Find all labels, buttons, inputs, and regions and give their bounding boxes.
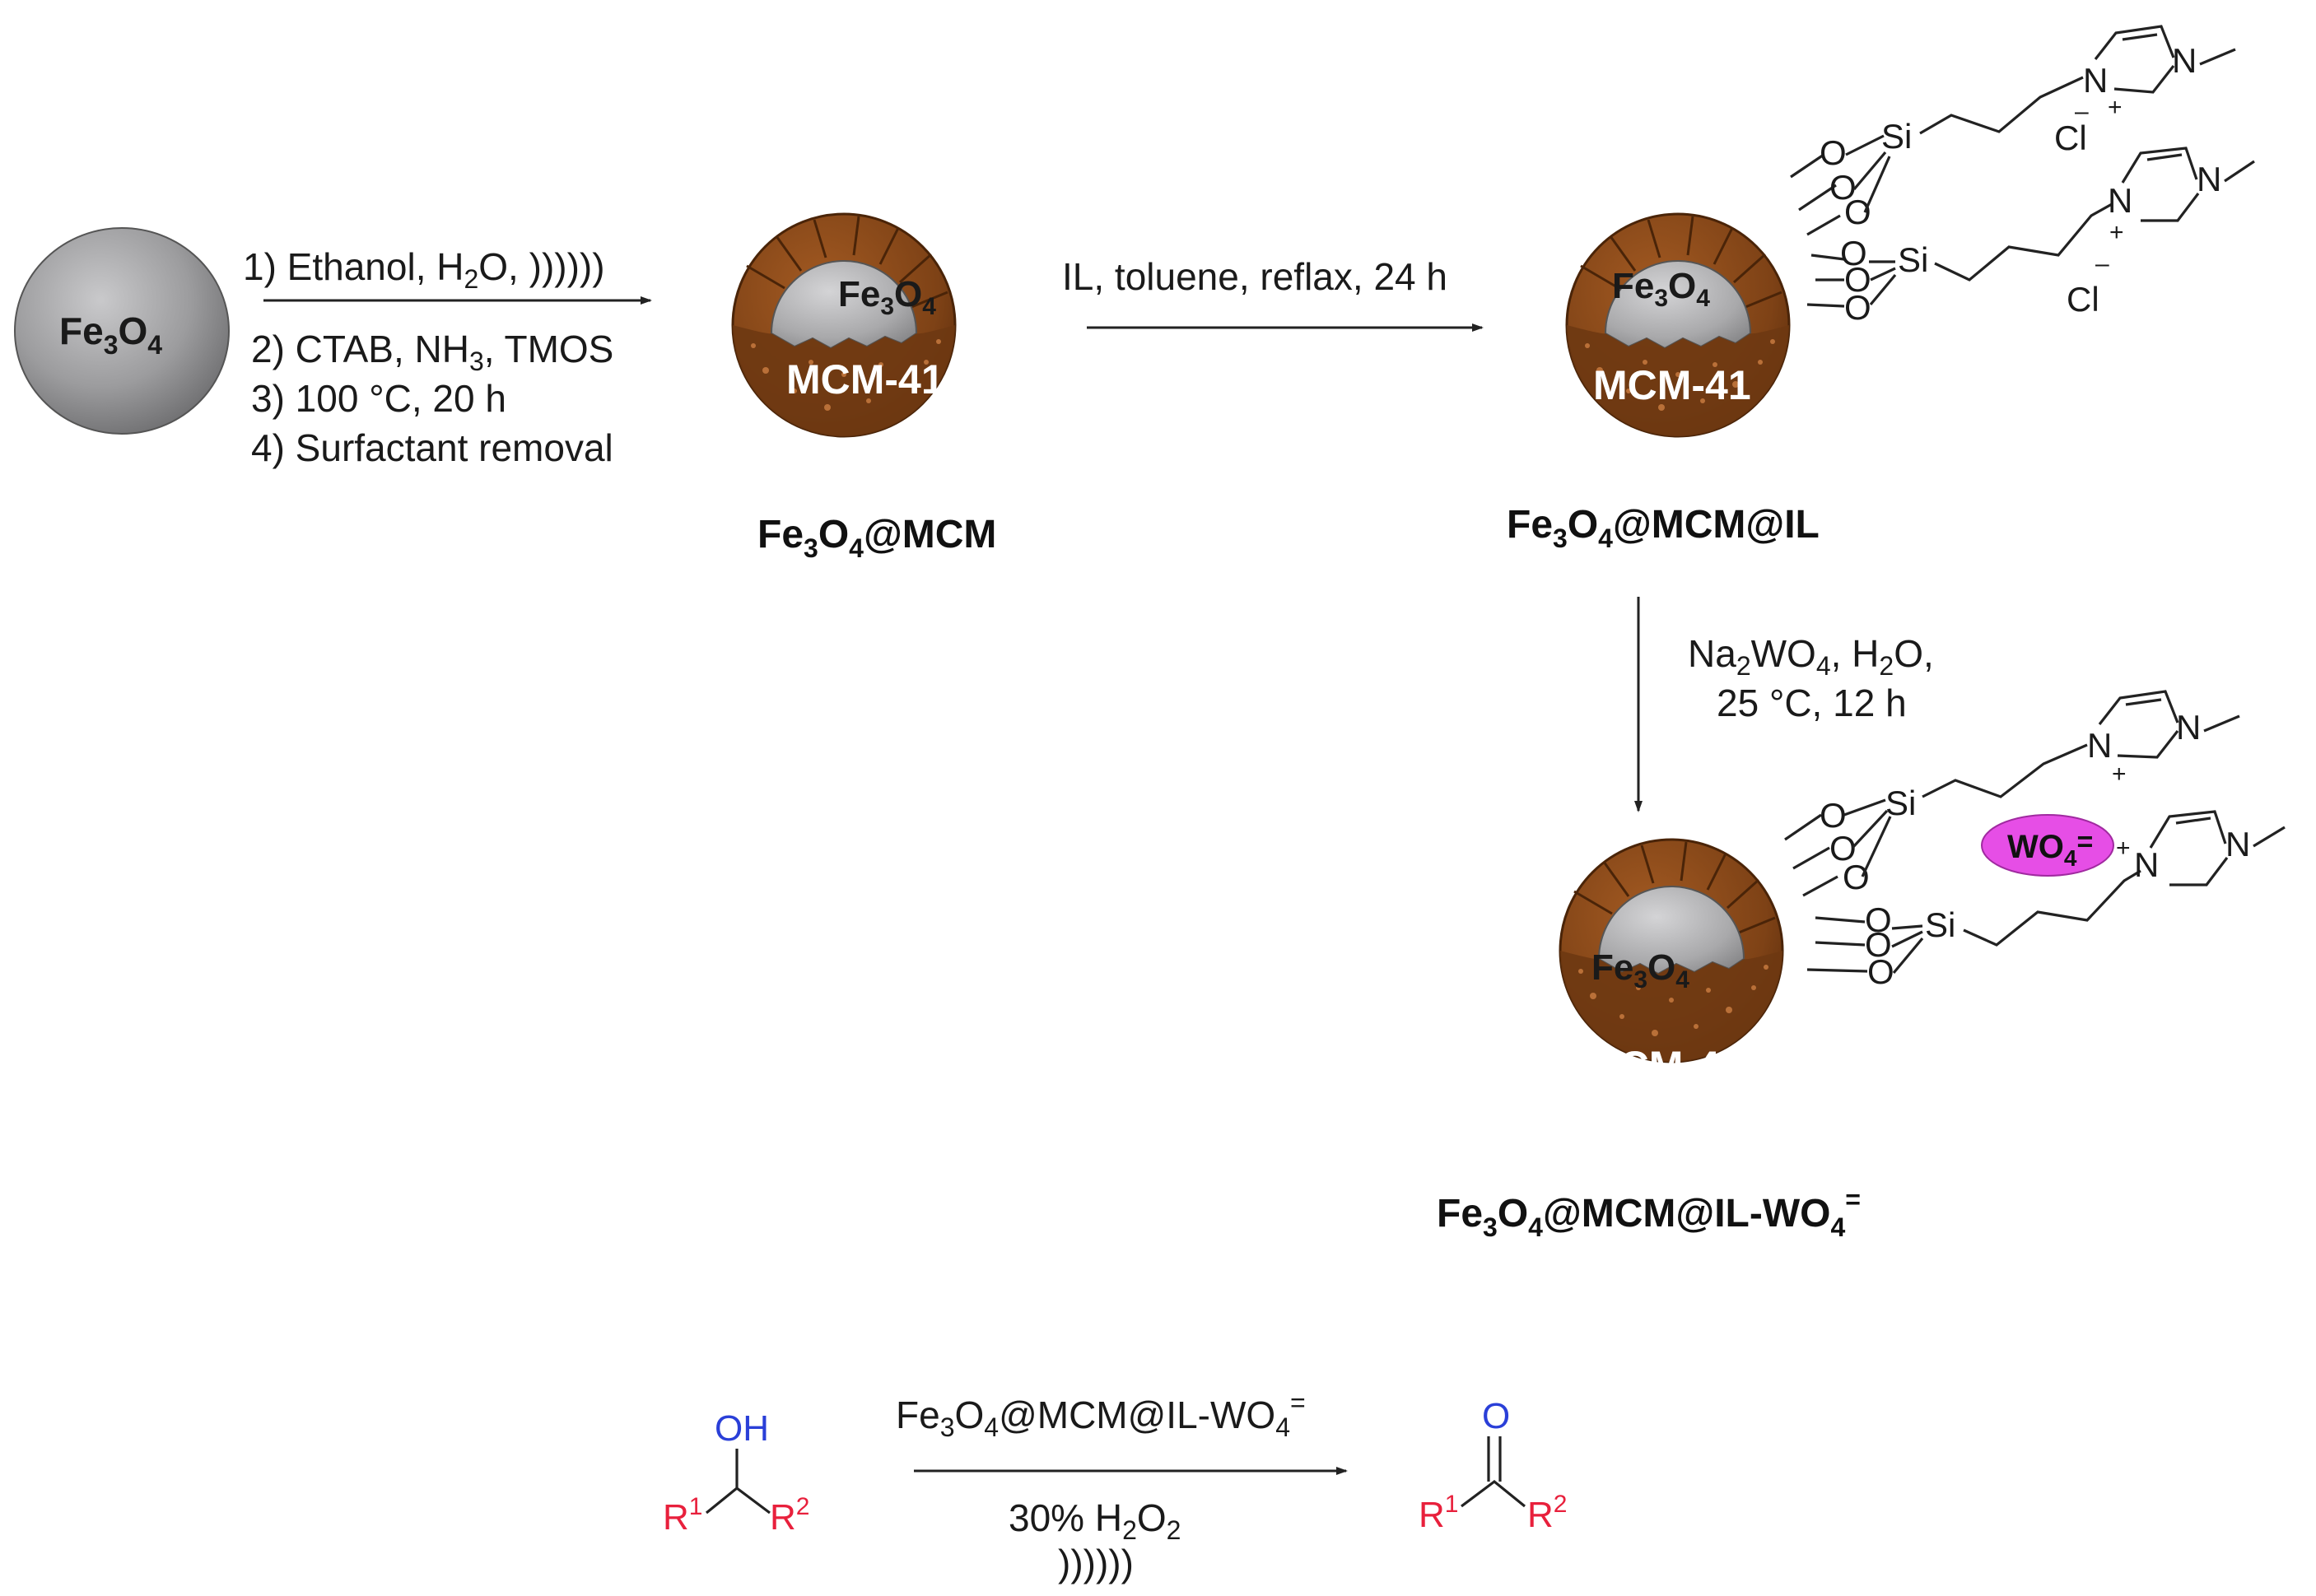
il-ligand-lower: O O O Si N + N – Cl xyxy=(1806,147,2255,327)
svg-text:O: O xyxy=(1844,193,1871,231)
svg-text:O: O xyxy=(1820,796,1847,835)
svg-text:+: + xyxy=(2116,835,2131,862)
svg-text:MCM-41: MCM-41 xyxy=(786,356,944,402)
svg-text:N: N xyxy=(2225,825,2250,863)
fe3o4-nanoparticle: Fe3O4 xyxy=(14,227,230,435)
step3-reagents: Na2WO4, H2O, 25 °C, 12 h xyxy=(1688,632,1934,724)
svg-text:O: O xyxy=(1844,288,1871,327)
svg-text:OH: OH xyxy=(715,1408,769,1449)
svg-text:N: N xyxy=(2176,708,2201,747)
svg-text:3) 100 °C, 20 h: 3) 100 °C, 20 h xyxy=(251,377,506,420)
svg-text:N: N xyxy=(2108,181,2132,220)
svg-text:4) Surfactant removal: 4) Surfactant removal xyxy=(251,426,613,469)
svg-text:Si: Si xyxy=(1881,117,1912,156)
svg-text:O: O xyxy=(1840,234,1867,272)
svg-text:R2: R2 xyxy=(1527,1491,1567,1535)
svg-text:Na2WO4, H2O,: Na2WO4, H2O, xyxy=(1688,632,1934,681)
oxidant-label: 30% H2O2 xyxy=(1009,1496,1181,1545)
svg-text:R1: R1 xyxy=(1419,1491,1458,1535)
svg-text:WO4=: WO4= xyxy=(2007,826,2093,871)
label-fe3o4-mcm-il-wo4: Fe3O4@MCM@IL-WO4= xyxy=(1437,1184,1861,1242)
svg-text:MCM-41: MCM-41 xyxy=(1585,1043,1743,1089)
svg-text:+: + xyxy=(2108,94,2123,121)
svg-text:Si: Si xyxy=(1898,240,1928,279)
particle-fe3o4-mcm: Fe3O4 MCM-41 xyxy=(731,212,957,438)
svg-text:O: O xyxy=(1482,1396,1510,1436)
svg-text:O: O xyxy=(1843,858,1870,896)
alcohol-reactant: OH R1 R2 xyxy=(663,1408,809,1538)
fe3o4-label: Fe3O4 xyxy=(59,309,162,360)
label-fe3o4-mcm: Fe3O4@MCM xyxy=(757,513,996,563)
svg-text:MCM-41: MCM-41 xyxy=(1593,362,1751,408)
svg-text:O: O xyxy=(1829,168,1857,207)
wo4-ligand-upper: O O O Si N + N xyxy=(1784,690,2240,897)
wo4-ligand-lower: O O O Si N + N xyxy=(1806,810,2286,991)
svg-text:+: + xyxy=(2109,219,2124,246)
svg-text:Cl: Cl xyxy=(2067,280,2099,319)
svg-text:O: O xyxy=(1829,829,1857,868)
particle-fe3o4-mcm-il: Fe3O4 MCM-41 xyxy=(1565,212,1791,438)
svg-text:Fe3O4: Fe3O4 xyxy=(838,274,936,320)
svg-text:Si: Si xyxy=(1885,784,1916,822)
svg-text:–: – xyxy=(2075,98,2089,125)
step2-reagents: IL, toluene, reflax, 24 h xyxy=(1062,255,1447,298)
svg-text:O: O xyxy=(1867,952,1894,991)
ketone-product: O R1 R2 xyxy=(1419,1396,1567,1535)
svg-text:N: N xyxy=(2087,726,2112,765)
svg-text:25 °C, 12 h: 25 °C, 12 h xyxy=(1717,682,1907,724)
svg-text:Fe3O4: Fe3O4 xyxy=(1591,947,1689,993)
svg-text:R1: R1 xyxy=(663,1493,702,1538)
catalyst-label: Fe3O4@MCM@IL-WO4= xyxy=(896,1388,1306,1442)
svg-text:O: O xyxy=(1865,900,1892,939)
label-fe3o4-mcm-il: Fe3O4@MCM@IL xyxy=(1507,503,1820,553)
svg-text:Cl: Cl xyxy=(2054,119,2087,157)
particle-fe3o4-mcm-il-wo4: Fe3O4 MCM-41 xyxy=(1559,838,1784,1089)
svg-text:O: O xyxy=(1844,260,1871,299)
svg-text:N: N xyxy=(2172,41,2197,80)
svg-text:O: O xyxy=(1865,925,1892,964)
svg-text:N: N xyxy=(2083,61,2108,100)
svg-text:Fe3O4: Fe3O4 xyxy=(1612,266,1710,312)
svg-text:1) Ethanol, H2O, )))))): 1) Ethanol, H2O, )))))) xyxy=(243,245,605,294)
svg-text:O: O xyxy=(1820,133,1847,172)
svg-text:N: N xyxy=(2134,845,2159,884)
svg-text:R2: R2 xyxy=(770,1493,809,1538)
svg-text:–: – xyxy=(2095,250,2109,277)
step1-reagents: 1) Ethanol, H2O, )))))) 2) CTAB, NH3, TM… xyxy=(243,245,613,469)
svg-text:N: N xyxy=(2197,160,2221,198)
il-ligand-upper: O O O Si N + N – Cl xyxy=(1790,25,2236,236)
svg-text:Si: Si xyxy=(1925,905,1955,944)
wo4-anion-bubble: WO4= xyxy=(1981,814,2114,877)
ultrasound-label: )))))) xyxy=(1058,1542,1134,1584)
svg-text:+: + xyxy=(2112,761,2127,788)
svg-text:2) CTAB, NH3, TMOS: 2) CTAB, NH3, TMOS xyxy=(251,328,613,376)
